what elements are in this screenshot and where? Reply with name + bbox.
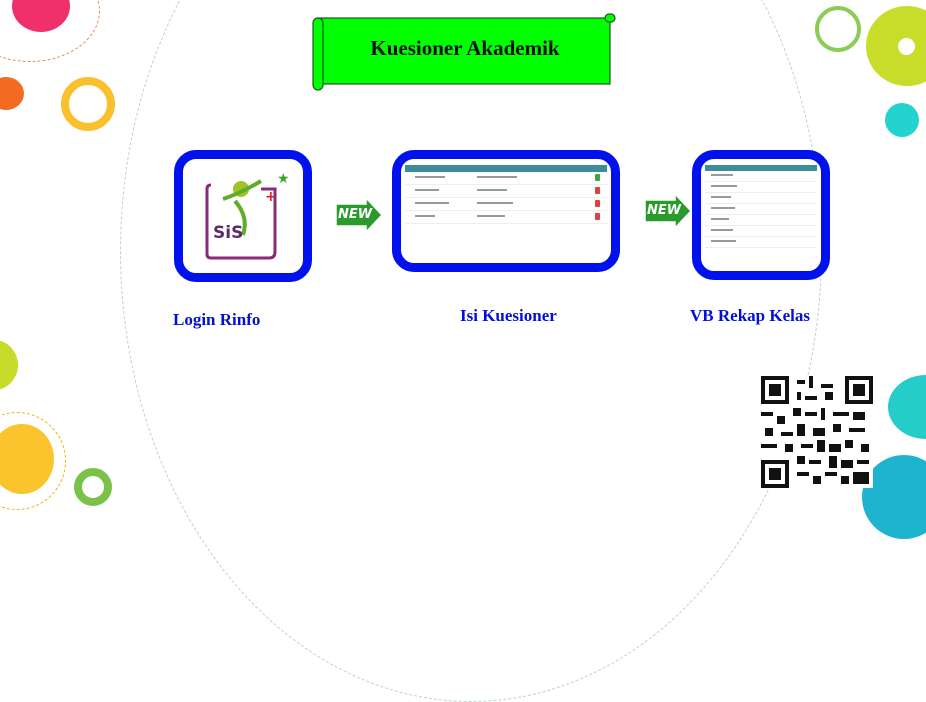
sis-logo-icon: ★ + bbox=[205, 171, 290, 260]
orange-circle-decoration bbox=[0, 77, 24, 110]
new-badge-2: NEW bbox=[647, 203, 682, 218]
login-rinfo-frame: ★ + SiS bbox=[174, 150, 312, 282]
step-label-kuesioner: Isi Kuesioner bbox=[460, 306, 557, 325]
lime-circle-right-decoration bbox=[866, 6, 926, 86]
dashed-arc-decoration bbox=[120, 0, 822, 702]
svg-text:★: ★ bbox=[277, 171, 290, 187]
teal-circle-decoration bbox=[888, 375, 926, 439]
isi-kuesioner-frame bbox=[392, 150, 620, 272]
new-arrow-icon bbox=[335, 196, 384, 234]
svg-text:+: + bbox=[265, 189, 277, 205]
white-dot-decoration bbox=[898, 38, 915, 55]
step-label-rekap: VB Rekap Kelas bbox=[690, 306, 810, 325]
new-arrow-icon bbox=[644, 192, 693, 230]
title-banner bbox=[312, 13, 616, 91]
green-ring-top-right-decoration bbox=[815, 6, 861, 52]
lime-circle-left-decoration bbox=[0, 340, 18, 390]
green-ring-decoration bbox=[74, 468, 112, 506]
vb-rekap-kelas-frame bbox=[692, 150, 830, 280]
new-badge-1: NEW bbox=[338, 207, 373, 222]
step-label-login: Login Rinfo bbox=[173, 310, 261, 329]
page-title: Kuesioner Akademik bbox=[370, 36, 560, 60]
dashed-ring-decoration bbox=[0, 0, 100, 62]
qr-code-icon bbox=[761, 376, 873, 488]
yellow-ring-decoration bbox=[61, 77, 115, 131]
teal-dot-decoration bbox=[885, 103, 919, 137]
sis-logo-text: SiS bbox=[213, 223, 244, 243]
dashed-ring-left-decoration bbox=[0, 412, 66, 510]
